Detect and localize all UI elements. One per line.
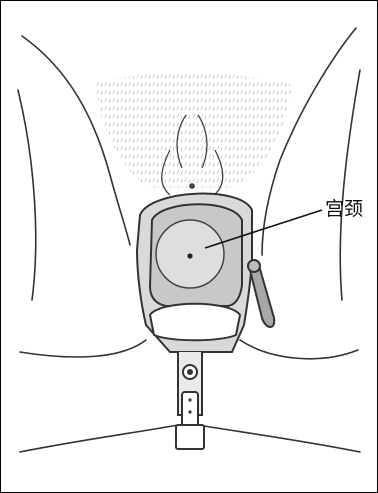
pubic-hair <box>95 73 292 188</box>
cervix-label: 宫颈 <box>325 194 363 221</box>
